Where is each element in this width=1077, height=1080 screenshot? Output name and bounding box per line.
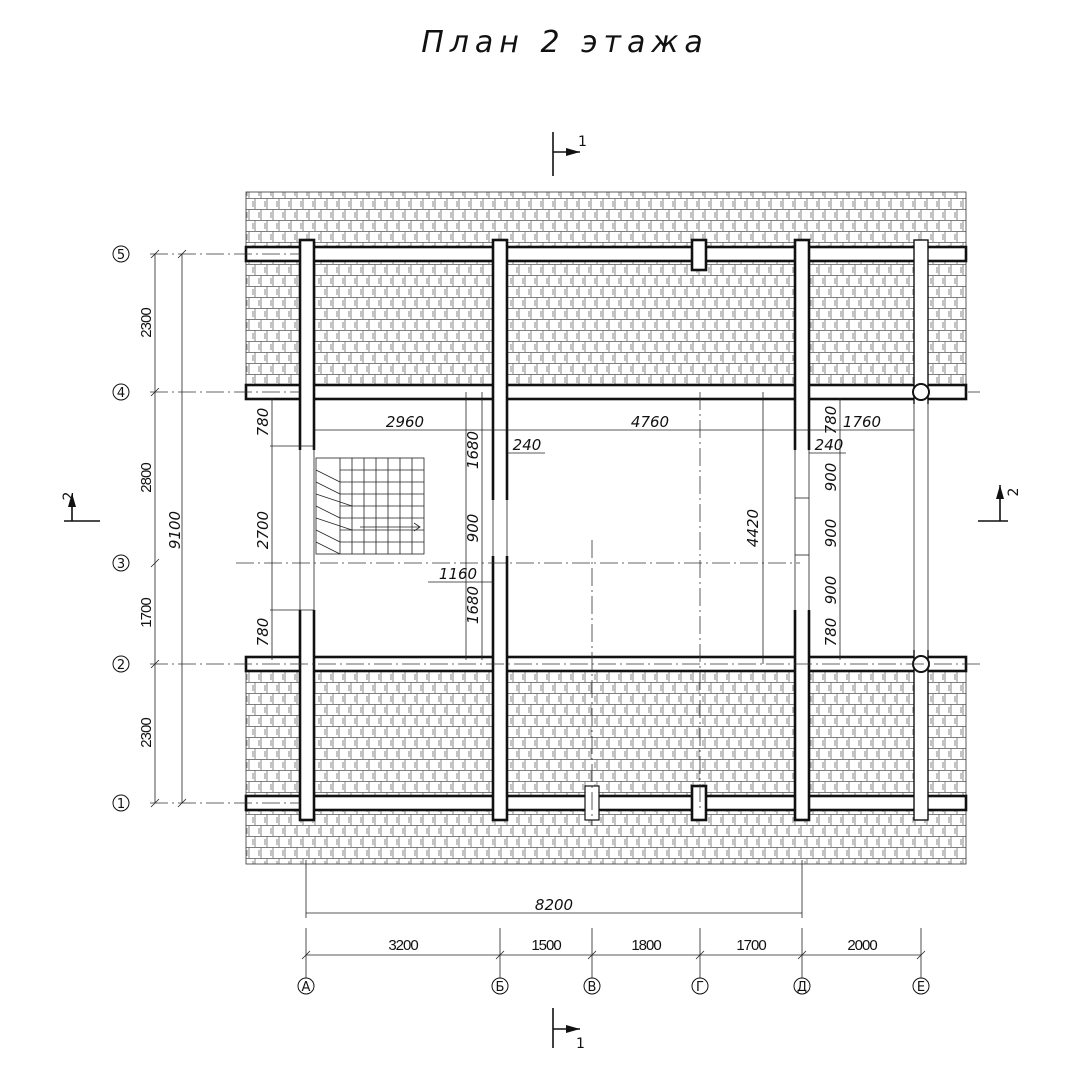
left-dimension-chain: [150, 249, 187, 808]
axis-marker-5: 5: [112, 245, 130, 263]
axis-marker-4: 4: [112, 383, 130, 401]
axis-marker-g: Г: [691, 977, 709, 995]
svg-text:Г: Г: [696, 980, 704, 995]
svg-text:Д: Д: [797, 980, 807, 995]
axis-marker-2: 2: [112, 655, 130, 673]
dim-780-bottom-left: 780: [254, 618, 272, 647]
svg-text:2: 2: [61, 492, 77, 501]
section-arrow-icon-left: 2: [61, 492, 100, 522]
dim-900-right-3: 900: [822, 576, 840, 605]
svg-text:Е: Е: [917, 980, 925, 995]
dim-900-right-2: 900: [822, 519, 840, 548]
svg-text:2: 2: [1006, 488, 1022, 497]
svg-text:Б: Б: [496, 980, 505, 995]
inner-dimension-lines: [270, 392, 914, 664]
svg-text:А: А: [302, 980, 311, 995]
dim-1680-top: 1680: [464, 431, 482, 469]
staircase: [315, 457, 425, 555]
dim-chain-4: 2000: [847, 937, 877, 954]
axis-marker-1: 1: [112, 794, 130, 812]
dim-chain-2: 1800: [631, 937, 661, 954]
wall-openings: [296, 404, 932, 650]
dim-780-top-left: 780: [254, 408, 272, 437]
dim-4420: 4420: [744, 509, 762, 547]
svg-text:1: 1: [117, 797, 125, 812]
dim-240-left: 240: [513, 436, 542, 454]
dim-4760: 4760: [631, 413, 669, 431]
dim-780-top-right: 780: [822, 406, 840, 435]
bottom-dimension-chain: [301, 928, 926, 978]
dim-900-right-1: 900: [822, 463, 840, 492]
dim-780-bottom-right: 780: [822, 618, 840, 647]
axis-marker-a: А: [297, 977, 315, 995]
axis-lines: [150, 253, 980, 826]
dim-900-mid: 900: [464, 514, 482, 543]
axis-marker-v: В: [583, 977, 601, 995]
svg-text:1: 1: [576, 1036, 585, 1052]
section-arrow-icon-right: 2: [978, 485, 1022, 522]
dim-240-right: 240: [815, 436, 844, 454]
svg-text:2: 2: [117, 658, 125, 673]
svg-text:3: 3: [117, 557, 125, 572]
dim-chain-1: 1500: [531, 937, 561, 954]
dim-1680-bottom: 1680: [464, 586, 482, 624]
dim-left-total: 9100: [166, 511, 184, 549]
svg-text:5: 5: [117, 248, 125, 263]
dim-chain-0: 3200: [388, 937, 418, 954]
axis-marker-3: 3: [112, 554, 130, 572]
dim-8200-line: [305, 860, 803, 918]
roof-area-bottom: [245, 663, 967, 865]
dim-left-3: 2300: [138, 718, 155, 748]
dim-1760: 1760: [843, 413, 881, 431]
dim-8200: 8200: [535, 896, 573, 914]
dim-left-2: 1700: [138, 598, 155, 628]
post-e4: [912, 383, 930, 401]
axis-marker-b: Б: [491, 977, 509, 995]
dim-2700: 2700: [254, 511, 272, 549]
svg-text:1: 1: [578, 134, 587, 150]
svg-text:4: 4: [117, 386, 125, 401]
axis-marker-d: Д: [793, 977, 811, 995]
roof-area-top: [245, 191, 967, 393]
dim-left-0: 2300: [138, 308, 155, 338]
section-arrow-icon-bottom: 1: [552, 1008, 585, 1052]
interior-floor: [300, 392, 920, 664]
section-arrow-icon-top: 1: [552, 132, 587, 176]
dim-2960: 2960: [386, 413, 424, 431]
dim-left-1: 2800: [138, 463, 155, 493]
svg-text:В: В: [588, 980, 597, 995]
drawing-title: План 2 этажа: [421, 25, 709, 60]
dim-1160: 1160: [439, 565, 477, 583]
dim-chain-3: 1700: [736, 937, 766, 954]
axis-marker-e: Е: [912, 977, 930, 995]
